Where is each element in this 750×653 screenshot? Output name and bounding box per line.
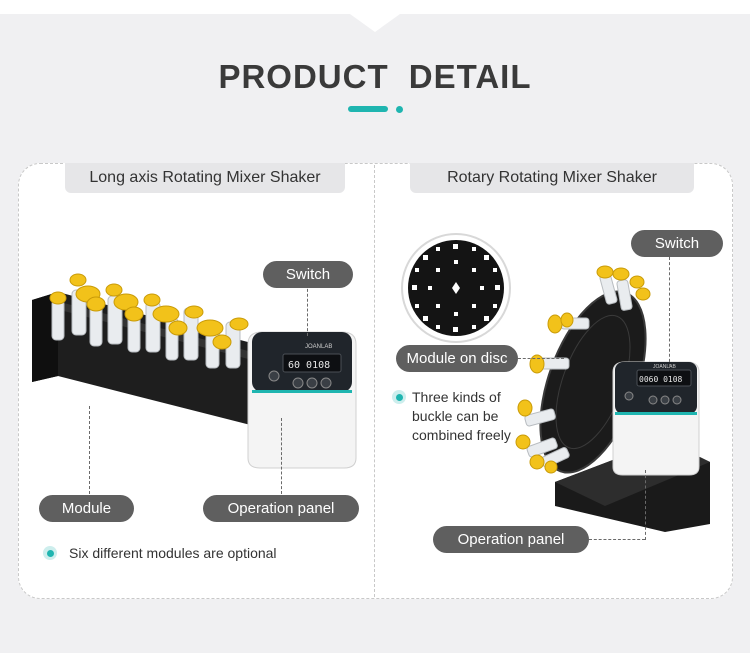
page-title: PRODUCT DETAIL <box>218 58 532 95</box>
module-on-disc-leader <box>518 358 564 359</box>
operation-panel-leader-left <box>281 418 282 494</box>
switch-leader-left <box>307 284 308 336</box>
buckle-note-line-2: buckle can be <box>412 408 499 424</box>
left-display-readout: 60 0108 <box>288 360 330 371</box>
switch-callout-right: Switch <box>631 230 723 257</box>
long-axis-mixer-image: 60 0108 JOANLAB <box>32 273 357 469</box>
switch-callout-left: Switch <box>263 261 353 288</box>
operation-panel-leader-right-v <box>645 470 646 540</box>
rotary-mixer-image: 0060 0108 JOANLAB <box>515 265 710 532</box>
module-on-disc-callout: Module on disc <box>396 345 518 372</box>
right-display-readout: 0060 0108 <box>639 375 683 384</box>
top-notch-decoration <box>0 0 750 32</box>
buckle-note-line-3: combined freely <box>412 427 511 443</box>
note-bullet-left <box>43 546 57 560</box>
disc-module-icon <box>401 233 511 343</box>
operation-panel-callout-left: Operation panel <box>203 495 359 522</box>
modules-note: Six different modules are optional <box>69 545 277 561</box>
switch-leader-right <box>669 257 670 367</box>
note-bullet-right <box>392 390 406 404</box>
buckle-note: Three kinds of buckle can be combined fr… <box>412 388 532 445</box>
tab-long-axis-mixer: Long axis Rotating Mixer Shaker <box>65 163 345 193</box>
operation-panel-callout-right: Operation panel <box>433 526 589 553</box>
buckle-note-line-1: Three kinds of <box>412 389 501 405</box>
tubes-group <box>49 273 249 369</box>
left-brand-label: JOANLAB <box>305 344 332 350</box>
right-brand-label: JOANLAB <box>653 364 676 370</box>
tab-rotary-mixer: Rotary Rotating Mixer Shaker <box>410 163 694 193</box>
module-leader <box>89 406 90 494</box>
operation-panel-leader-right-h <box>589 539 645 540</box>
title-underline <box>348 106 388 112</box>
section-divider <box>374 165 375 597</box>
title-dot <box>396 106 403 113</box>
module-callout: Module <box>39 495 134 522</box>
